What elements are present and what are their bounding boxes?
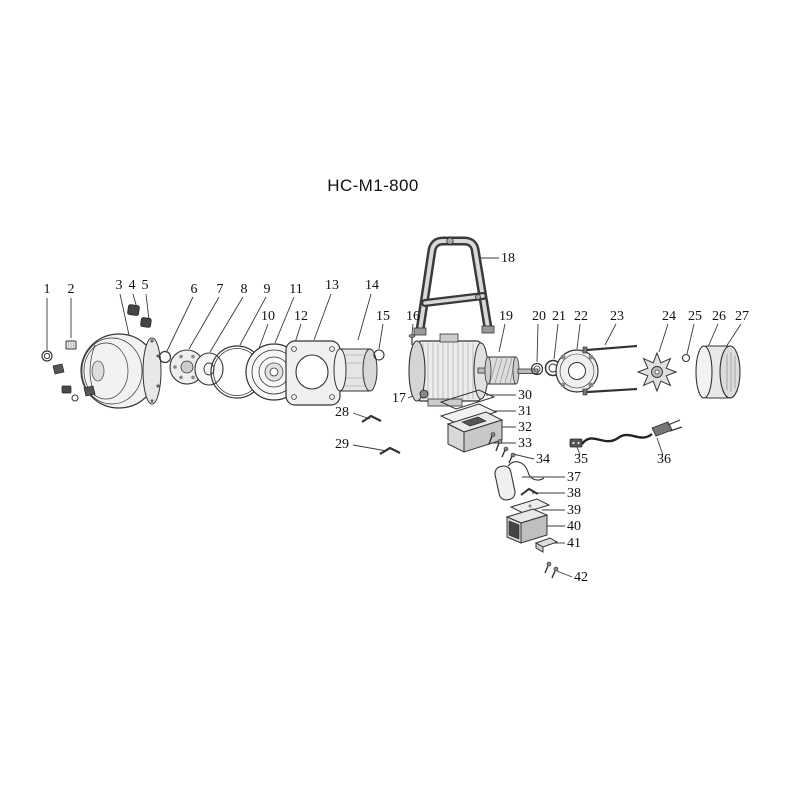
- part-label-2: 2: [68, 282, 75, 297]
- part-label-31: 31: [518, 404, 532, 419]
- capacitor: [494, 461, 545, 501]
- part-label-15: 15: [376, 309, 390, 324]
- leader-lines: [46, 257, 742, 578]
- part-label-37: 37: [567, 470, 581, 485]
- part-label-16: 16: [406, 309, 420, 324]
- inlet-fittings: [41, 340, 79, 402]
- screws-34: [501, 446, 516, 464]
- part-label-34: 34: [536, 452, 550, 467]
- small-cover-41: [534, 537, 559, 553]
- part-label-29: 29: [335, 437, 349, 452]
- part-label-28: 28: [335, 405, 349, 420]
- part-label-20: 20: [532, 309, 546, 324]
- fan-cover: [695, 345, 741, 399]
- part-label-8: 8: [241, 282, 248, 297]
- ejector-body: [333, 348, 378, 392]
- part-label-11: 11: [289, 282, 302, 297]
- clip-29: [379, 446, 401, 455]
- rear-end-bell: [555, 349, 599, 393]
- part-label-13: 13: [325, 278, 339, 293]
- part-label-1: 1: [44, 282, 51, 297]
- carry-handle: [413, 236, 495, 336]
- part-label-3: 3: [116, 278, 123, 293]
- part-label-26: 26: [712, 309, 726, 324]
- cooling-fan: [636, 351, 678, 393]
- part-label-32: 32: [518, 420, 532, 435]
- part-label-7: 7: [217, 282, 224, 297]
- housing-port-plug-5: [140, 317, 152, 328]
- washer-20: [530, 362, 544, 376]
- part-labels: 1 2 3 4 5 6 7 8 9 10 11 12 13 14 15 16 1…: [44, 251, 750, 585]
- part-label-41: 41: [567, 536, 581, 551]
- clip-28: [361, 414, 382, 423]
- terminal-box-plate: [439, 403, 498, 425]
- impeller-disc: [194, 352, 224, 386]
- part-label-36: 36: [657, 452, 671, 467]
- terminal-box-screws: [488, 432, 503, 452]
- part-label-19: 19: [499, 309, 513, 324]
- fan-clip-25: [681, 353, 691, 363]
- part-label-9: 9: [264, 282, 271, 297]
- part-label-39: 39: [567, 503, 581, 518]
- housing-port-plug-4: [127, 304, 140, 316]
- wire-bracket-38: [520, 487, 539, 496]
- drain-plug-17: [419, 389, 429, 399]
- part-label-40: 40: [567, 519, 581, 534]
- part-label-25: 25: [688, 309, 702, 324]
- power-cord: [581, 419, 683, 445]
- motor-body: [408, 333, 489, 407]
- part-label-23: 23: [610, 309, 624, 324]
- part-label-22: 22: [574, 309, 588, 324]
- part-label-6: 6: [191, 282, 198, 297]
- diagram-title: HC-M1-800: [327, 176, 419, 195]
- part-label-5: 5: [142, 278, 149, 293]
- part-label-24: 24: [662, 309, 676, 324]
- part-label-18: 18: [501, 251, 515, 266]
- part-label-21: 21: [552, 309, 566, 324]
- rotor-shaft: [477, 356, 539, 385]
- shaft-seal-ring: [158, 350, 172, 364]
- part-label-10: 10: [261, 309, 275, 324]
- seal-plate-bracket: [285, 340, 341, 406]
- switch-box-40: [505, 508, 549, 544]
- part-label-38: 38: [567, 486, 581, 501]
- terminal-box-gasket: [439, 389, 496, 410]
- box-cover-39: [509, 498, 551, 514]
- cord-clamp: [569, 438, 583, 448]
- through-bolts: [582, 344, 638, 396]
- part-label-35: 35: [574, 452, 588, 467]
- part-label-4: 4: [129, 278, 136, 293]
- part-label-30: 30: [518, 388, 532, 403]
- part-label-27: 27: [735, 309, 749, 324]
- part-label-14: 14: [365, 278, 379, 293]
- part-label-12: 12: [294, 309, 308, 324]
- terminal-box: [446, 411, 504, 453]
- pump-housing: [80, 304, 162, 409]
- part-label-17: 17: [392, 391, 406, 406]
- screw-16: [408, 334, 416, 345]
- small-ring-15: [373, 349, 385, 361]
- screws-42: [544, 561, 559, 579]
- part-label-42: 42: [574, 570, 588, 585]
- impeller-flange: [169, 349, 205, 385]
- part-label-33: 33: [518, 436, 532, 451]
